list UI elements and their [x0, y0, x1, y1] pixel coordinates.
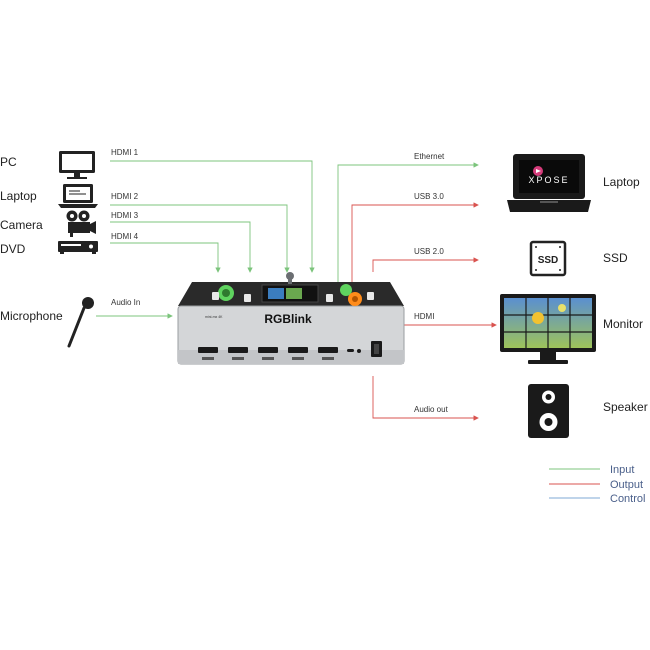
label-laptop-in: Laptop [0, 189, 37, 203]
laptop-screen-text: XPOSE [528, 175, 569, 185]
line-usb30 [351, 202, 479, 282]
label-hdmi3: HDMI 3 [111, 211, 139, 220]
line-ethernet [337, 162, 479, 282]
label-hdmi-out: HDMI [414, 312, 434, 321]
label-pc: PC [0, 155, 17, 169]
hdmi-port[interactable] [198, 347, 218, 353]
label-ethernet: Ethernet [414, 152, 445, 161]
button-left-1[interactable] [212, 292, 219, 300]
hdmi-port[interactable] [258, 347, 278, 353]
camera-icon [66, 210, 96, 237]
laptop-output-icon: XPOSE [507, 154, 591, 212]
label-microphone: Microphone [0, 309, 63, 323]
label-monitor: Monitor [603, 317, 643, 331]
label-camera: Camera [0, 218, 43, 232]
laptop-input-icon [58, 184, 98, 208]
usb-c-port[interactable] [347, 349, 354, 352]
legend-control-label: Control [610, 493, 645, 505]
rgblink-switcher: RGBlink mini-mx 4K [177, 272, 405, 365]
line-hdmi2 [110, 204, 290, 273]
label-usb30: USB 3.0 [414, 192, 444, 201]
speaker-icon [528, 384, 569, 438]
label-hdmi2: HDMI 2 [111, 192, 139, 201]
button-right-2[interactable] [367, 292, 374, 300]
line-hdmi1 [110, 160, 315, 273]
input-lines [96, 160, 479, 319]
label-audio-out: Audio out [414, 405, 449, 414]
monitor-multiview-grid [504, 298, 592, 348]
button-left-2[interactable] [244, 294, 251, 302]
legend-output-label: Output [610, 479, 643, 491]
label-ssd: SSD [603, 251, 628, 265]
line-hdmi4 [110, 242, 221, 273]
line-audio-out [372, 376, 479, 421]
output-lines [351, 202, 497, 421]
green-knob-right[interactable] [340, 284, 352, 296]
label-hdmi1: HDMI 1 [111, 148, 139, 157]
audio-jack[interactable] [357, 349, 361, 353]
label-usb20: USB 2.0 [414, 247, 444, 256]
label-speaker: Speaker [603, 400, 648, 414]
model-label: mini-mx 4K [205, 315, 223, 319]
dvd-icon [58, 241, 98, 254]
monitor-icon [500, 294, 596, 364]
line-usb20 [372, 257, 479, 272]
hdmi-port[interactable] [228, 347, 248, 353]
legend-input-label: Input [610, 464, 634, 476]
legend: Input Output Control [549, 464, 645, 505]
brand-logo: RGBlink [264, 312, 312, 326]
hdmi-port[interactable] [288, 347, 308, 353]
hdmi-port[interactable] [318, 347, 338, 353]
line-hdmi3 [110, 221, 253, 273]
input-device-labels: PC Laptop Camera DVD Microphone [0, 155, 63, 323]
connection-labels: HDMI 1 HDMI 2 HDMI 3 HDMI 4 Audio In Eth… [111, 148, 449, 414]
label-dvd: DVD [0, 242, 26, 256]
hdmi-ports [198, 347, 338, 353]
microphone-icon [67, 297, 94, 348]
ssd-icon: SSD [529, 240, 567, 277]
ssd-icon-text: SSD [538, 255, 559, 266]
label-laptop-out: Laptop [603, 175, 640, 189]
output-device-labels: Laptop SSD Monitor Speaker [603, 175, 648, 414]
pc-icon [59, 151, 95, 179]
button-right-1[interactable] [326, 294, 333, 302]
label-hdmi4: HDMI 4 [111, 232, 139, 241]
label-audio-in: Audio In [111, 298, 140, 307]
